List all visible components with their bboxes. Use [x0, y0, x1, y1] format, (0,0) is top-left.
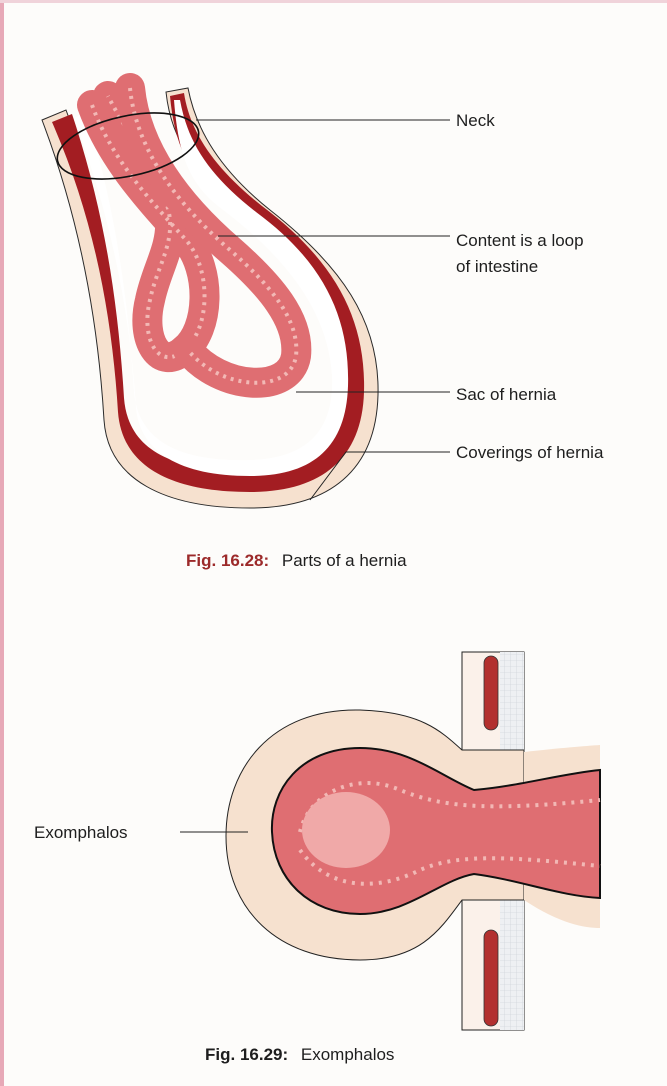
label-neck: Neck — [456, 111, 495, 130]
label-content-line1: Content is a loop — [456, 231, 584, 250]
contents-highlight — [302, 792, 390, 868]
hernia-diagram: Neck Content is a loop of intestine Sac … — [42, 88, 604, 570]
caption-text-2: Exomphalos — [301, 1045, 395, 1064]
label-content-line2: of intestine — [456, 257, 538, 276]
exomphalos-diagram: Exomphalos Fig. 16.29: Exomphalos — [34, 652, 600, 1064]
caption-fig-16-28: Fig. 16.28: Parts of a hernia — [186, 551, 407, 570]
abdominal-wall-lower-grid — [500, 900, 524, 1030]
abdominal-wall-upper-grid — [500, 652, 524, 750]
caption-number-2: Fig. 16.29: — [205, 1045, 288, 1064]
caption-text-1: Parts of a hernia — [282, 551, 407, 570]
vessel-lower — [484, 930, 498, 1026]
label-coverings: Coverings of hernia — [456, 443, 604, 462]
label-exomphalos: Exomphalos — [34, 823, 128, 842]
caption-fig-16-29: Fig. 16.29: Exomphalos — [205, 1045, 394, 1064]
label-sac: Sac of hernia — [456, 385, 557, 404]
vessel-upper — [484, 656, 498, 730]
caption-number-1: Fig. 16.28: — [186, 551, 269, 570]
